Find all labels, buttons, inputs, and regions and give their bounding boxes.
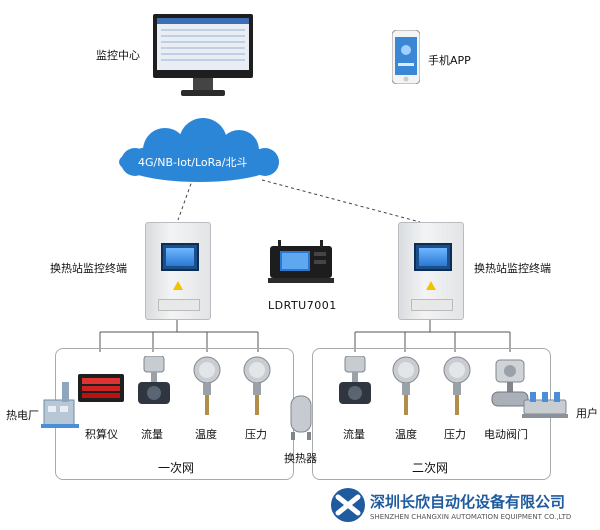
company-name-cn: 深圳长欣自动化设备有限公司 (370, 493, 566, 511)
user-label: 用户 (576, 407, 598, 420)
mobile-app-label: 手机APP (428, 54, 471, 67)
electric-valve-icon (490, 358, 530, 414)
monitor-center-label: 监控中心 (96, 49, 140, 62)
company-name-en: SHENZHEN CHANGXIN AUTOMATION EQUIPMENT C… (370, 513, 572, 521)
company-logo-icon (330, 487, 366, 523)
cloud-icon (115, 118, 283, 186)
device-model-label: LDRTU7001 (268, 299, 337, 312)
flow-2-label: 流量 (343, 428, 365, 441)
heat-exchanger-icon (287, 390, 315, 442)
temp-1-label: 温度 (195, 428, 217, 441)
network-label: 4G/NB-Iot/LoRa/北斗 (138, 156, 248, 169)
temperature-sensor-icon (190, 356, 224, 416)
phone-icon (391, 29, 421, 85)
power-plant-label: 热电厂 (6, 409, 39, 422)
user-icon (520, 388, 570, 424)
pressure-sensor-icon (240, 356, 274, 416)
calculator-icon (78, 370, 124, 408)
calculator-label: 积算仪 (85, 428, 118, 441)
primary-net-label: 一次网 (158, 461, 195, 475)
monitor-icon (153, 14, 253, 100)
terminal-right-label: 换热站监控终端 (474, 262, 551, 275)
pressure-2-label: 压力 (444, 428, 466, 441)
temperature-sensor-icon-2 (389, 356, 423, 416)
valve-label: 电动阀门 (484, 428, 528, 441)
flowmeter-icon (136, 355, 172, 412)
flow-1-label: 流量 (141, 428, 163, 441)
flowmeter-icon-2 (337, 355, 373, 412)
secondary-net-label: 二次网 (412, 461, 449, 475)
terminal-cabinet-right (398, 222, 464, 320)
temp-2-label: 温度 (395, 428, 417, 441)
pressure-sensor-icon-2 (440, 356, 474, 416)
terminal-cabinet-left (145, 222, 211, 320)
terminal-left-label: 换热站监控终端 (50, 262, 127, 275)
pressure-1-label: 压力 (245, 428, 267, 441)
heat-exchanger-label: 换热器 (284, 452, 317, 465)
rtu-device-icon (268, 238, 334, 284)
power-plant-icon (38, 378, 82, 430)
